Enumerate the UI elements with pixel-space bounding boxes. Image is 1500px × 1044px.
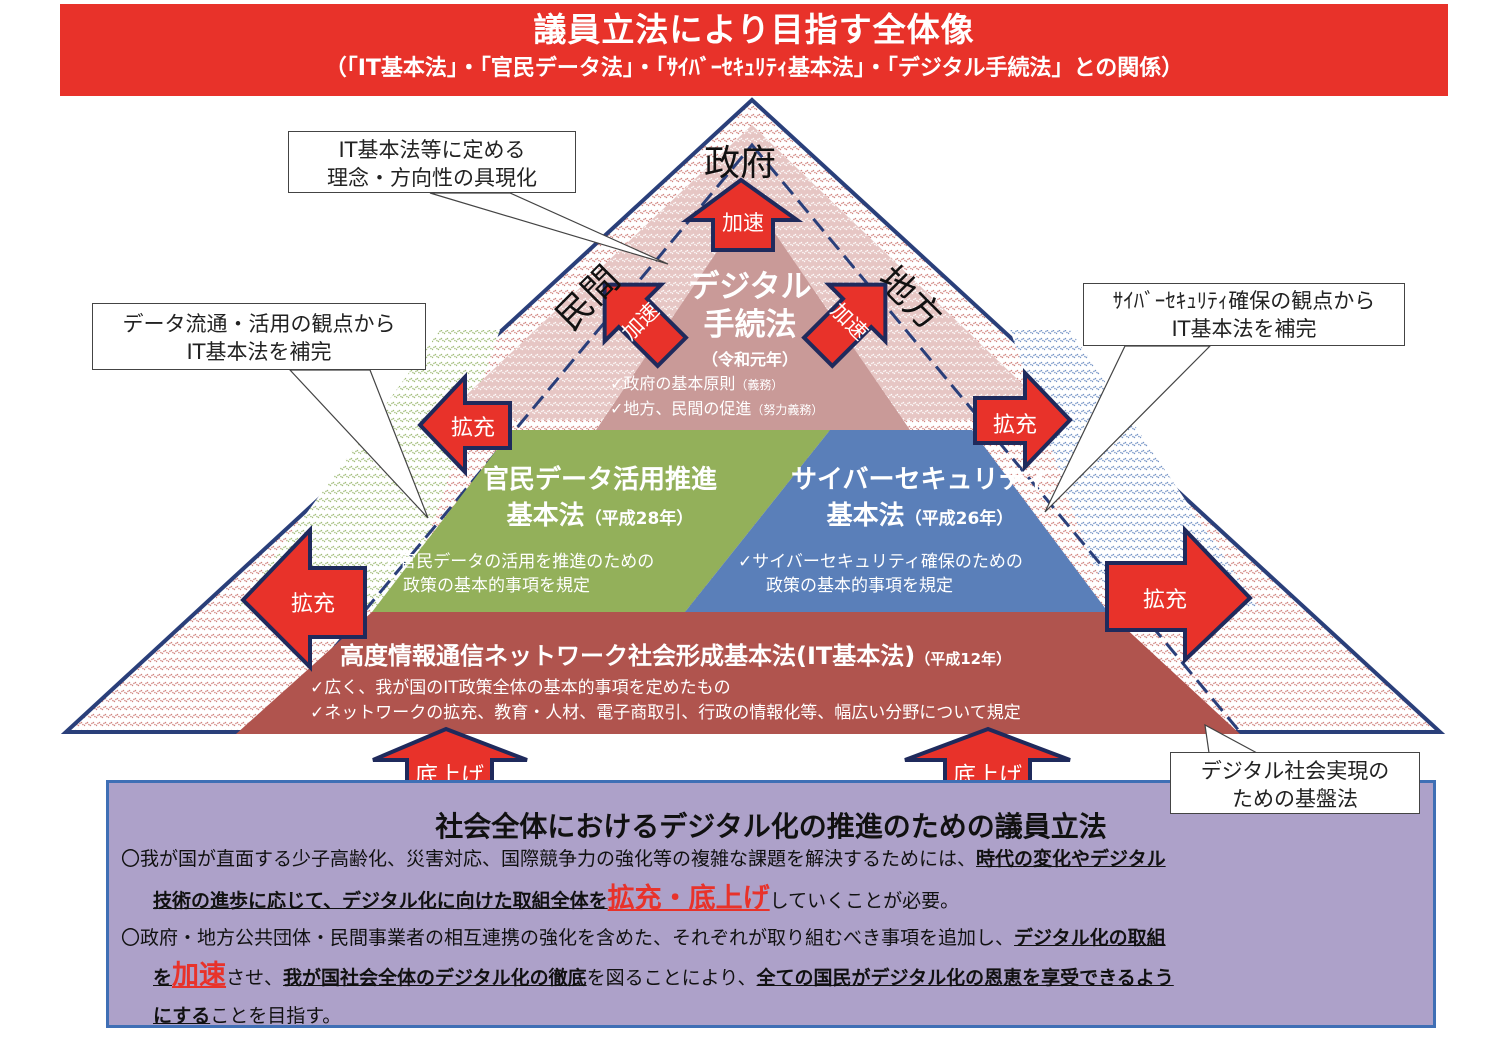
expand-label-upper-left: 拡充 xyxy=(450,416,495,441)
it-law-title-row: 高度情報通信ネットワーク社会形成基本法(IT基本法)（平成12年） xyxy=(310,636,1190,671)
callout-top-pointer xyxy=(429,192,669,265)
accelerate-arrow-left xyxy=(602,282,689,369)
cyber-law-title-line1: サイバーセキュリティ xyxy=(791,465,1049,495)
highlight-accelerate: 加速 xyxy=(172,960,227,991)
data-law-description: ✓官民データの活用を推進のための 政策の基本的事項を規定 xyxy=(385,552,655,596)
expand-label-upper-right: 拡充 xyxy=(992,413,1037,438)
header-banner: 議員立法により目指す全体像 （「IT基本法」・「官民データ法」・「ｻｲﾊﾞｰｾｷ… xyxy=(60,4,1448,96)
cyber-law-description: ✓サイバーセキュリティ確保のための 政策の基本的事項を規定 xyxy=(738,552,1023,596)
it-law-bullet: ✓広く、我が国のIT政策全体の基本的事項を定めたもの xyxy=(310,678,731,698)
callout-cyber-law: ｻｲﾊﾞｰｾｷｭﾘﾃｨ確保の観点から IT基本法を補完 xyxy=(1083,283,1405,346)
cyber-law-title-line2: 基本法 xyxy=(826,501,905,531)
expand-arrow-upper-right xyxy=(973,368,1073,472)
digital-law-bullet: ✓政府の基本原則（義務） xyxy=(610,374,784,393)
digital-law-title: デジタル 手続法 xyxy=(650,268,850,344)
it-law-year: （平成12年） xyxy=(915,650,1012,668)
bottom-title: 社会全体におけるデジタル化の推進のための議員立法 xyxy=(435,810,1107,843)
accelerate-label-top: 加速 xyxy=(722,211,764,235)
it-law-bullet: ✓ネットワークの拡充、教育・人材、電子商取引、行政の情報化等、幅広い分野について… xyxy=(310,703,1021,723)
cyber-law-expansion-zone xyxy=(1010,330,1260,610)
digital-law-title-line2: 手続法 xyxy=(703,307,797,343)
accelerate-arrow-up xyxy=(680,177,804,252)
digital-procedure-law-block xyxy=(596,200,910,430)
callout-ideals-realization: IT基本法等に定める 理念・方向性の具現化 xyxy=(288,131,576,193)
it-law-bullets: ✓広く、我が国のIT政策全体の基本的事項を定めたもの ✓ネットワークの拡充、教育… xyxy=(310,676,1210,726)
summary-paragraph-2: 〇政府・地方公共団体・民間事業者の相互連携の強化を含めた、それぞれが取り組むべき… xyxy=(121,927,1174,1027)
callout-foundation-law: デジタル社会実現の ための基盤法 xyxy=(1170,752,1420,814)
expand-label-lower-left: 拡充 xyxy=(290,592,335,617)
it-basic-law-block xyxy=(236,612,1240,734)
expand-arrow-upper-left xyxy=(417,371,512,477)
digital-law-bullet: ✓地方、民間の促進（努力義務） xyxy=(610,399,824,418)
expand-arrow-lower-right xyxy=(1105,525,1253,665)
data-law-title-line2: 基本法 xyxy=(506,501,585,531)
accelerate-arrow-right xyxy=(801,282,888,369)
data-law-year: （平成28年） xyxy=(584,509,694,529)
digital-law-year: （令和元年） xyxy=(701,350,798,369)
page-subtitle: （「IT基本法」・「官民データ法」・「ｻｲﾊﾞｰｾｷｭﾘﾃｨ基本法」・「デジタル… xyxy=(324,56,1184,81)
label-government: 政府 xyxy=(704,143,777,184)
data-law-block xyxy=(372,430,830,612)
callout-left-pointer xyxy=(288,369,429,519)
digital-law-bullets: ✓政府の基本原則（義務） ✓地方、民間の促進（努力義務） xyxy=(610,372,910,422)
it-law-title: 高度情報通信ネットワーク社会形成基本法(IT基本法) xyxy=(340,642,916,670)
page-title: 議員立法により目指す全体像 xyxy=(533,10,975,49)
data-law-title: 官民データ活用推進 基本法（平成28年） xyxy=(420,462,780,537)
digital-law-title-line1: デジタル xyxy=(688,269,812,305)
expand-label-lower-right: 拡充 xyxy=(1142,588,1187,613)
bottom-summary-panel: 社会全体におけるデジタル化の推進のための議員立法 〇我が国が直面する少子高齢化、… xyxy=(106,780,1436,1028)
expand-arrow-lower-left xyxy=(240,525,367,672)
highlight-expand-raise: 拡充・底上げ xyxy=(607,883,770,914)
callout-data-law: データ流通・活用の観点から IT基本法を補完 xyxy=(92,303,426,370)
cyber-law-title: サイバーセキュリティ 基本法（平成26年） xyxy=(760,462,1080,537)
data-law-title-line1: 官民データ活用推進 xyxy=(482,465,717,495)
summary-paragraph-1: 〇我が国が直面する少子高齢化、災害対応、国際競争力の強化等の複雑な課題を解決する… xyxy=(121,848,1166,914)
cyber-law-block xyxy=(685,430,1108,612)
callout-right-pointer xyxy=(1044,345,1212,513)
cyber-law-year: （平成26年） xyxy=(904,509,1014,529)
